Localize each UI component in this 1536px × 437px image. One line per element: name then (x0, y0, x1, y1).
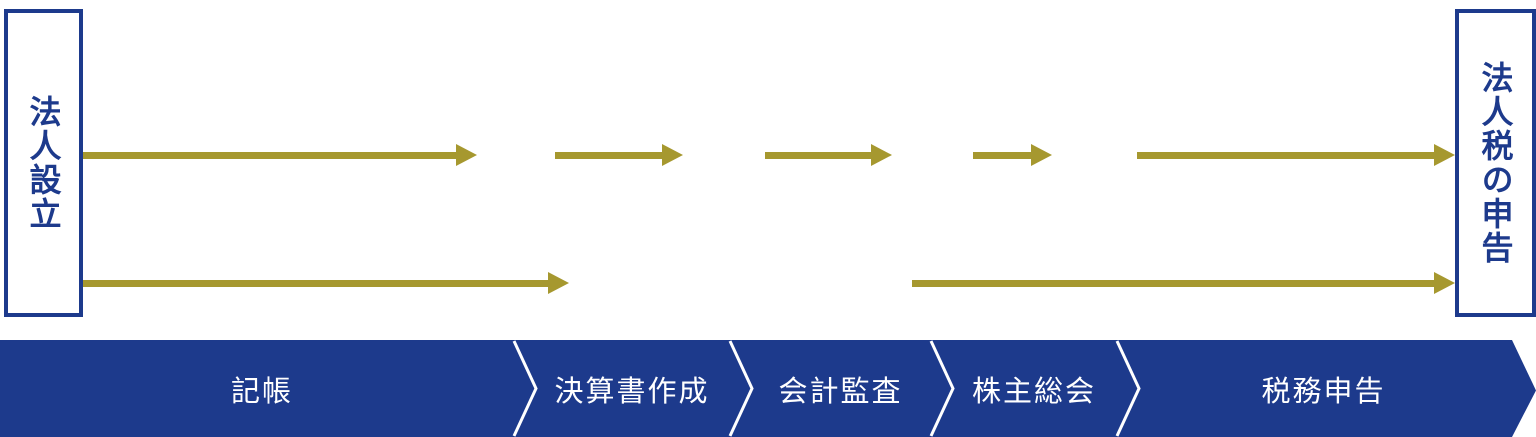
stage-financial-statements: 決算書作成 (554, 373, 710, 408)
flow-arrow-icon (83, 144, 477, 166)
flow-arrow-icon (973, 144, 1052, 166)
stage-bookkeeping: 記帳 (230, 373, 293, 408)
stage-shareholders-meeting: 株主総会 (971, 373, 1096, 408)
arrow-shaft (83, 279, 548, 287)
arrow-head-icon (456, 144, 477, 166)
stage-accounting-audit: 会計監査 (778, 373, 903, 408)
chevron-separator-icon (511, 340, 539, 437)
chevron-separator-icon (1114, 340, 1142, 437)
arrow-shaft (83, 151, 456, 159)
start-box-label: 法人設立 (24, 95, 63, 231)
chevron-separator-icon (727, 340, 755, 437)
flow-arrow-icon (555, 144, 683, 166)
arrow-head-icon (871, 144, 892, 166)
stage-tax-filing: 税務申告 (1261, 373, 1386, 408)
flow-arrow-icon (765, 144, 892, 166)
flow-arrow-icon (912, 272, 1455, 294)
flow-arrow-icon (1137, 144, 1455, 166)
arrow-shaft (912, 279, 1434, 287)
stage-banner: 記帳 決算書作成 会計監査 株主総会 税務申告 (0, 340, 1536, 437)
arrow-head-icon (1031, 144, 1052, 166)
flow-arrow-icon (83, 272, 569, 294)
arrow-shaft (765, 151, 871, 159)
start-box: 法人設立 (4, 9, 83, 317)
arrow-head-icon (662, 144, 683, 166)
arrow-head-icon (1434, 272, 1455, 294)
chevron-separator-icon (928, 340, 956, 437)
end-box: 法人税の申告 (1455, 9, 1536, 317)
arrow-shaft (1137, 151, 1434, 159)
arrow-head-icon (548, 272, 569, 294)
arrow-shaft (973, 151, 1031, 159)
arrow-shaft (555, 151, 662, 159)
end-box-label: 法人税の申告 (1476, 61, 1515, 265)
arrow-head-icon (1434, 144, 1455, 166)
